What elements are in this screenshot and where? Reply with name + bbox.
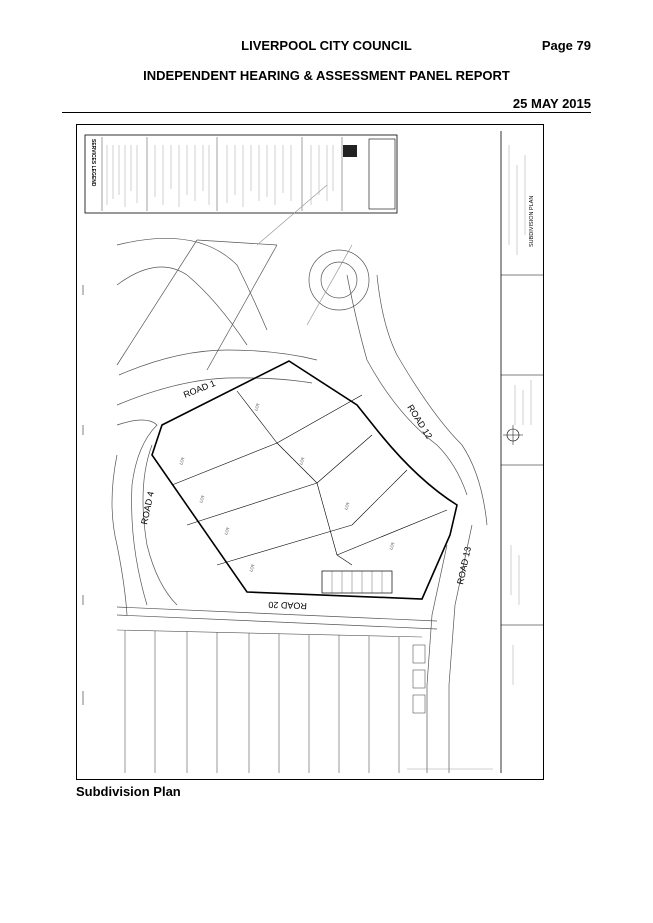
- road-label-road-20: ROAD 20: [268, 600, 307, 611]
- svg-text:LOT: LOT: [178, 456, 186, 466]
- sheet-title: SUBDIVISION PLAN: [529, 196, 535, 247]
- road-label-road-4: ROAD 4: [139, 491, 156, 526]
- lot-boundary: LOT LOT LOT LOT LOT LOT LOT LOT: [151, 360, 458, 600]
- existing-lots: [116, 629, 426, 773]
- council-title: LIVERPOOL CITY COUNCIL: [241, 38, 412, 53]
- road-label-road-13: ROAD 13: [455, 546, 473, 586]
- subdivision-plan-drawing: SERVICES LEGEND SUBDIVISION PLAN: [76, 124, 544, 780]
- header-divider: [62, 112, 591, 113]
- svg-text:LOT: LOT: [223, 526, 231, 536]
- road-linework: [111, 184, 488, 773]
- services-legend-block: [84, 134, 398, 214]
- road-label-road-12: ROAD 12: [405, 403, 434, 441]
- svg-text:LOT: LOT: [343, 501, 351, 511]
- svg-text:LOT: LOT: [388, 541, 396, 551]
- road-label-road-1: ROAD 1: [182, 378, 217, 400]
- svg-text:LOT: LOT: [248, 563, 256, 573]
- svg-text:LOT: LOT: [298, 456, 306, 466]
- svg-text:LOT: LOT: [198, 494, 206, 504]
- page-number: Page 79: [541, 38, 591, 53]
- report-date: 25 MAY 2015: [512, 96, 591, 111]
- title-block: [500, 131, 543, 773]
- plan-svg: SERVICES LEGEND SUBDIVISION PLAN: [82, 131, 543, 773]
- legend-title: SERVICES LEGEND: [90, 139, 96, 187]
- svg-text:LOT: LOT: [253, 402, 261, 412]
- report-title: INDEPENDENT HEARING & ASSESSMENT PANEL R…: [143, 68, 510, 83]
- figure-caption: Subdivision Plan: [76, 784, 181, 799]
